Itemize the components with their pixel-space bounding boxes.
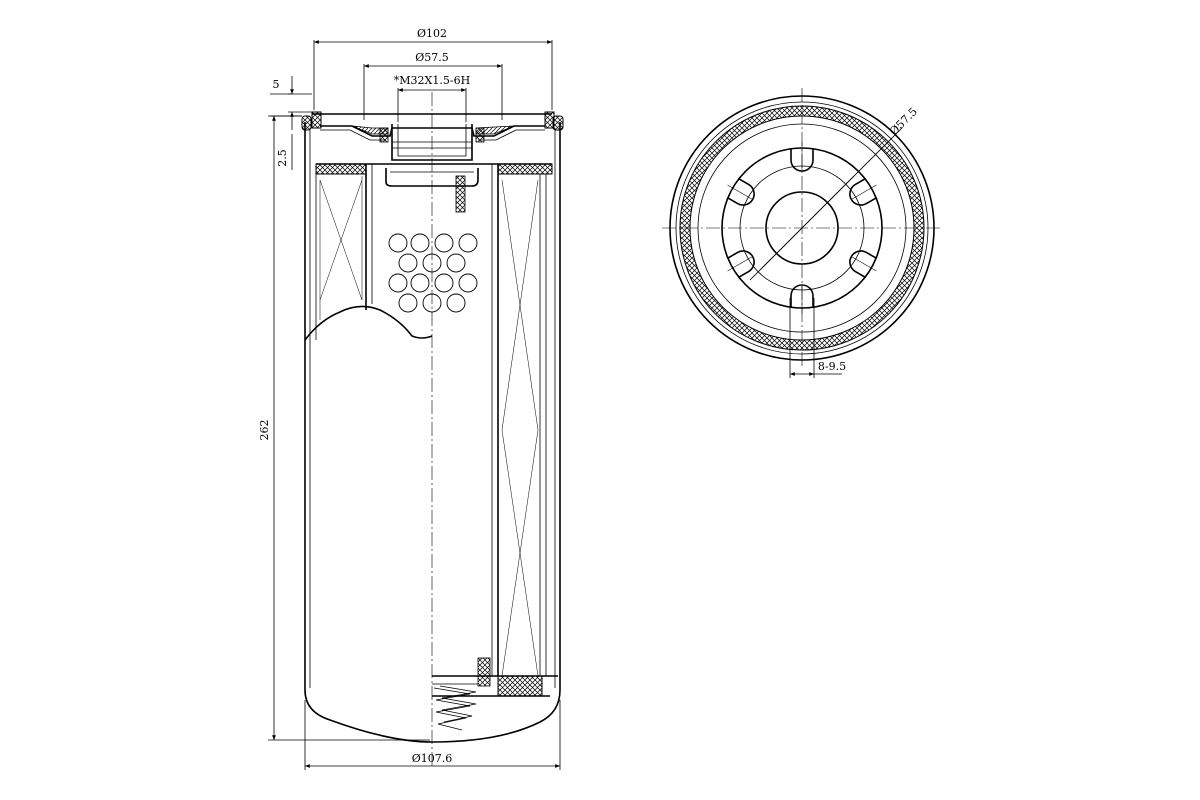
gasket-left	[311, 111, 322, 129]
perforation-hole	[458, 233, 478, 253]
side-view: Ø102 Ø57.5 *M32X1.5-6H 5 2.5 262 Ø107.6	[258, 27, 564, 770]
outer-can	[304, 122, 561, 743]
perforation-holes	[388, 233, 478, 313]
perforation-hole	[446, 253, 466, 273]
inlet-slots	[726, 142, 878, 314]
perforation-hole	[398, 253, 418, 273]
perforation-hole	[410, 233, 430, 253]
perforation-hole	[388, 233, 408, 253]
perforation-hole	[446, 293, 466, 313]
dim-thread: *M32X1.5-6H	[394, 74, 470, 87]
inlet-slot	[849, 177, 878, 206]
gasket-ring	[679, 105, 925, 351]
slot-centerline	[852, 184, 877, 200]
endcap-bottom	[497, 675, 543, 697]
gasket-right	[544, 111, 555, 129]
dim-outer-diameter-bottom: Ø107.6	[412, 752, 453, 765]
slot-centerline	[727, 256, 752, 272]
perforation-hole	[458, 273, 478, 293]
perforation-hole	[398, 293, 418, 313]
inlet-slot	[790, 148, 814, 172]
outer-ring	[669, 95, 935, 361]
perforation-hole	[410, 273, 430, 293]
perforation-hole	[388, 273, 408, 293]
inlet-slot	[790, 284, 814, 308]
dim-slot-width: 8-9.5	[818, 360, 846, 373]
center-hole	[765, 191, 839, 265]
dim-top-offset: 2.5	[276, 149, 289, 167]
endcap-top-left	[315, 163, 367, 175]
end-view: Ø57.5 8-9.5	[662, 88, 942, 378]
perforation-hole	[434, 273, 454, 293]
endcap-top-right	[497, 163, 553, 175]
dim-outer-diameter-top: Ø102	[417, 27, 447, 40]
inlet-slot	[726, 177, 755, 206]
spring	[433, 687, 471, 731]
slot-centerline	[852, 256, 877, 272]
slot-centerline	[727, 184, 752, 200]
cutaway-break	[304, 305, 433, 341]
dim-end-view-diameter: Ø57.5	[887, 105, 920, 138]
perforation-hole	[422, 293, 442, 313]
dim-gasket-height: 5	[273, 78, 280, 91]
dim-gasket-diameter: Ø57.5	[415, 51, 449, 64]
perforation-hole	[434, 233, 454, 253]
dim-height: 262	[258, 420, 271, 441]
perforation-hole	[422, 253, 442, 273]
seam-left	[301, 115, 312, 131]
inlet-slot	[849, 250, 878, 279]
inlet-slot	[726, 250, 755, 279]
